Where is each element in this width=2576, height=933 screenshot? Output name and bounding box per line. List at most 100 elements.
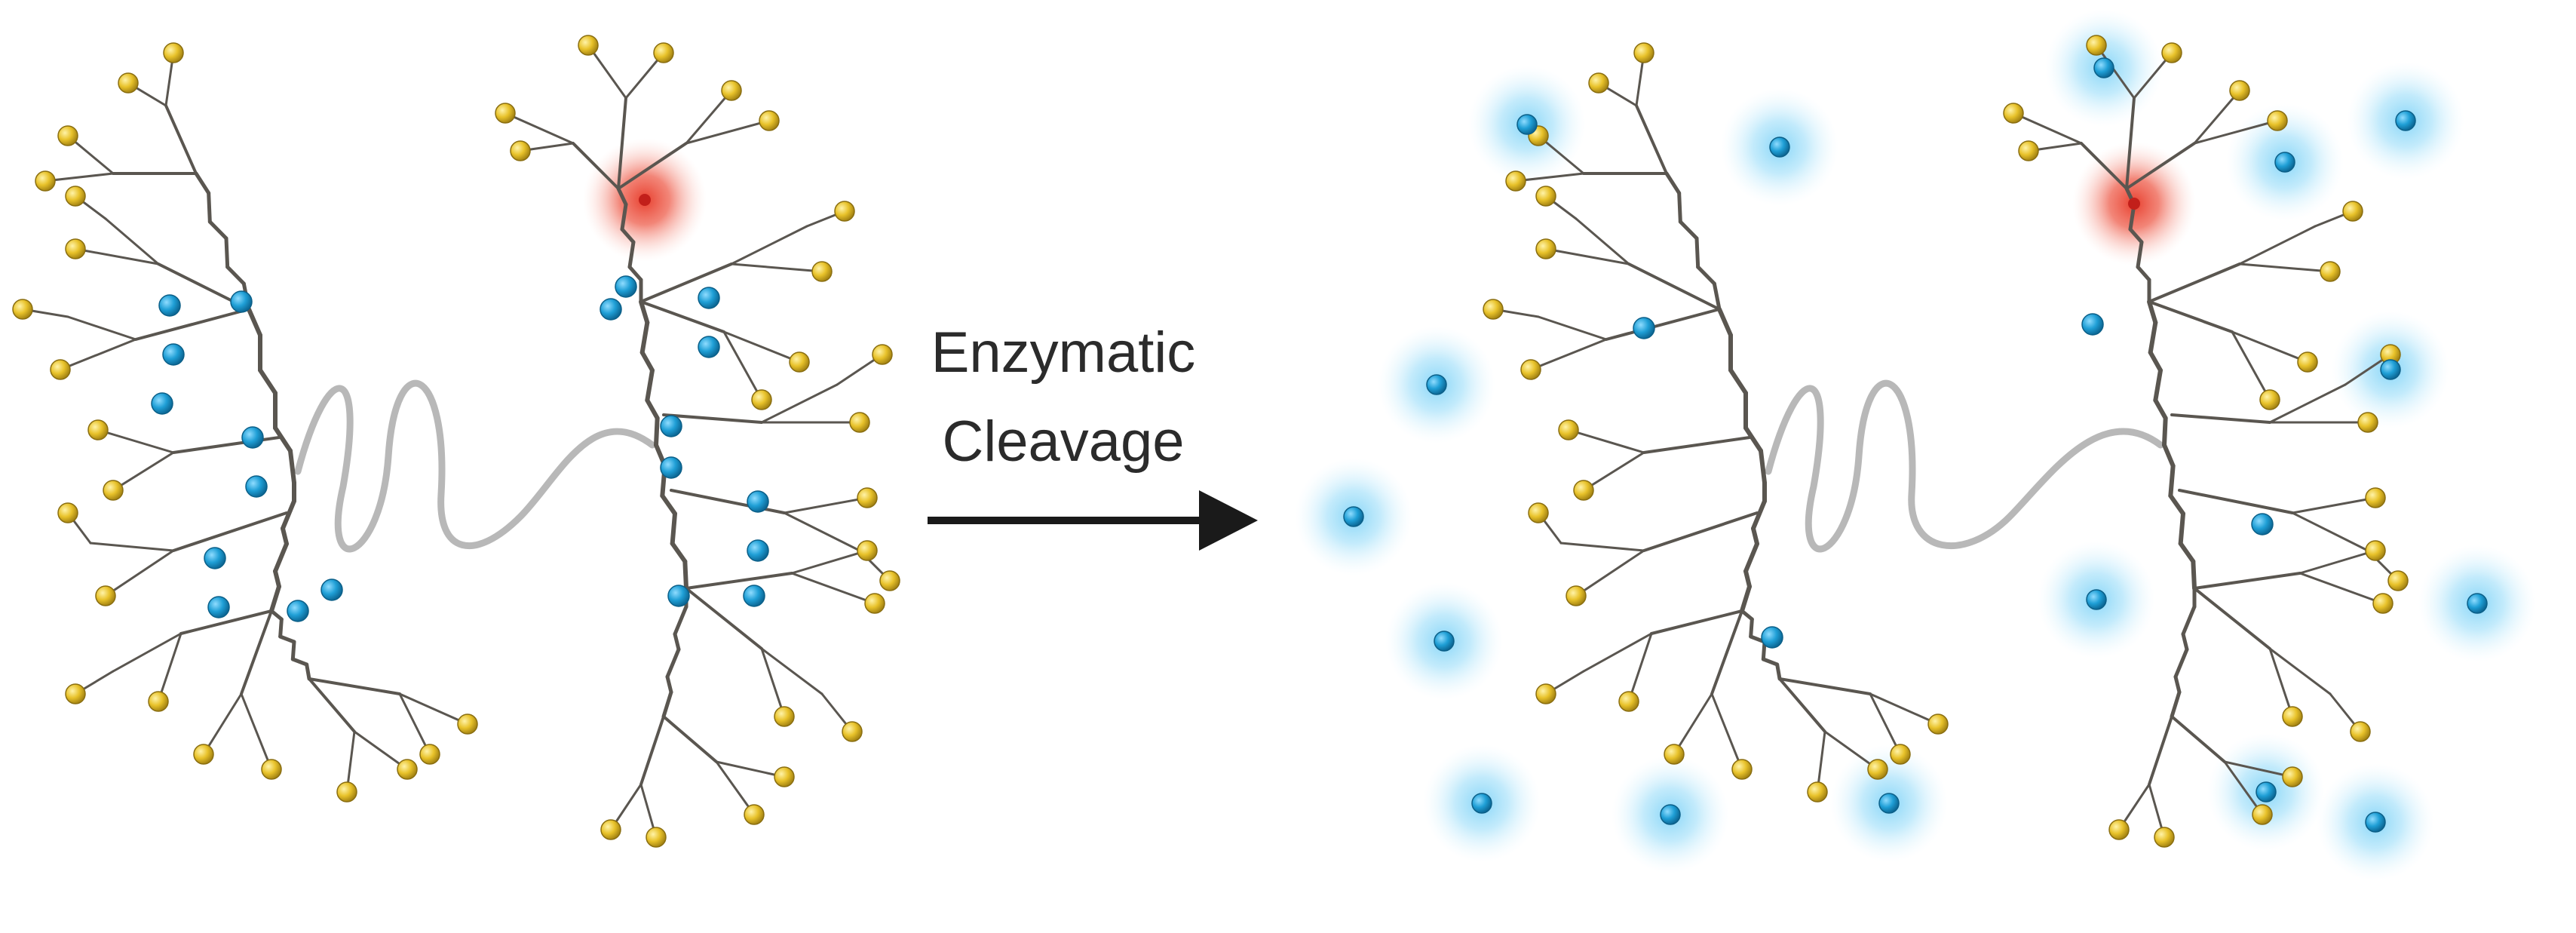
blue-sphere-icon — [207, 596, 230, 618]
branch-segment — [2231, 330, 2309, 364]
branch-segment — [2153, 368, 2163, 403]
blue-sphere-icon — [2251, 513, 2274, 536]
blue-sphere-icon — [230, 290, 253, 313]
blue-sphere-icon — [245, 475, 268, 498]
branch-segment — [2136, 240, 2144, 269]
branch-segment — [2178, 489, 2294, 514]
blue-sphere-icon — [151, 392, 173, 415]
yellow-sphere-icon — [1573, 480, 1594, 501]
branch-segment — [179, 609, 273, 635]
yellow-sphere-icon — [50, 359, 71, 380]
blue-sphere-icon — [1878, 793, 1900, 814]
branch-segment — [730, 262, 823, 273]
yellow-sphere-icon — [653, 42, 674, 63]
branch-segment — [2268, 647, 2332, 695]
branch-segment — [790, 549, 869, 575]
branch-segment — [2012, 112, 2083, 145]
branch-segment — [1677, 191, 1682, 224]
yellow-sphere-icon — [1588, 72, 1609, 94]
branch-segment — [2268, 647, 2294, 718]
branch-segment — [2238, 262, 2332, 273]
yellow-sphere-icon — [2108, 819, 2130, 840]
yellow-sphere-icon — [2154, 827, 2175, 848]
branch-segment — [398, 692, 469, 726]
yellow-sphere-icon — [1618, 691, 1639, 712]
yellow-sphere-icon — [148, 691, 169, 712]
branch-segment — [2173, 674, 2182, 695]
branch-segment — [207, 191, 212, 224]
branch-segment — [1712, 281, 1722, 312]
yellow-sphere-icon — [2282, 766, 2303, 787]
branch-segment — [1743, 542, 1759, 574]
branch-segment — [308, 677, 356, 733]
branch-segment — [59, 338, 137, 371]
branch-segment — [2178, 541, 2196, 564]
yellow-sphere-icon — [744, 804, 765, 825]
blue-sphere-icon — [2395, 110, 2416, 131]
yellow-sphere-icon — [2387, 570, 2409, 591]
branch-segment — [305, 662, 311, 681]
yellow-sphere-icon — [2350, 721, 2371, 742]
yellow-sphere-icon — [759, 110, 780, 131]
branch-segment — [2298, 572, 2384, 605]
branch-segment — [665, 674, 673, 695]
branch-segment — [760, 647, 786, 718]
branch-segment — [97, 428, 175, 454]
yellow-sphere-icon — [1633, 42, 1654, 63]
branch-segment — [685, 572, 793, 590]
blue-sphere-icon — [2081, 313, 2104, 336]
branch-segment — [661, 690, 673, 719]
branch-segment — [620, 227, 636, 244]
branch-segment — [665, 647, 681, 679]
arrow-label-cleavage: Cleavage — [942, 410, 1185, 474]
branch-segment — [278, 634, 296, 644]
yellow-sphere-icon — [864, 593, 885, 614]
branch-segment — [112, 451, 175, 492]
branch-segment — [760, 383, 839, 424]
yellow-sphere-icon — [419, 744, 440, 765]
yellow-sphere-icon — [646, 827, 667, 848]
yellow-sphere-icon — [1807, 781, 1828, 803]
blue-sphere-icon — [2365, 812, 2386, 833]
branch-segment — [2148, 350, 2163, 373]
yellow-sphere-icon — [397, 759, 418, 780]
branch-segment — [247, 307, 262, 338]
branch-segment — [1823, 730, 1879, 771]
branch-segment — [1635, 104, 1668, 175]
branch-segment — [1710, 609, 1743, 695]
blue-sphere-icon — [2256, 781, 2277, 803]
blue-sphere-icon — [2380, 359, 2401, 380]
branch-segment — [1537, 315, 1608, 341]
branch-segment — [654, 416, 660, 447]
yellow-sphere-icon — [1520, 359, 1541, 380]
yellow-sphere-icon — [879, 570, 900, 591]
yellow-sphere-icon — [1558, 419, 1579, 440]
branch-segment — [1627, 262, 1721, 311]
yellow-sphere-icon — [2252, 804, 2273, 825]
blue-sphere-icon — [1434, 631, 1455, 652]
branch-segment — [1749, 617, 1754, 639]
yellow-sphere-icon — [35, 170, 56, 192]
branch-segment — [670, 541, 688, 564]
branch-segment — [662, 715, 718, 763]
yellow-sphere-icon — [2018, 140, 2039, 161]
branch-segment — [172, 511, 288, 552]
yellow-sphere-icon — [2282, 706, 2303, 727]
branch-segment — [2148, 300, 2234, 333]
cleavage-arrow — [928, 490, 1258, 551]
blue-sphere-icon — [1516, 114, 1538, 135]
branch-segment — [2291, 511, 2369, 552]
branch-segment — [278, 617, 284, 639]
branch-segment — [1678, 219, 1699, 241]
branch-segment — [202, 692, 243, 756]
beads-layer — [12, 35, 2488, 848]
branch-segment — [1575, 549, 1645, 597]
branch-segment — [1751, 499, 1767, 531]
branch-segment — [670, 511, 677, 546]
branch-segment — [2268, 383, 2347, 424]
yellow-sphere-icon — [57, 125, 78, 146]
trigger-core — [639, 194, 651, 206]
yellow-sphere-icon — [751, 389, 772, 410]
yellow-sphere-icon — [1731, 759, 1753, 780]
